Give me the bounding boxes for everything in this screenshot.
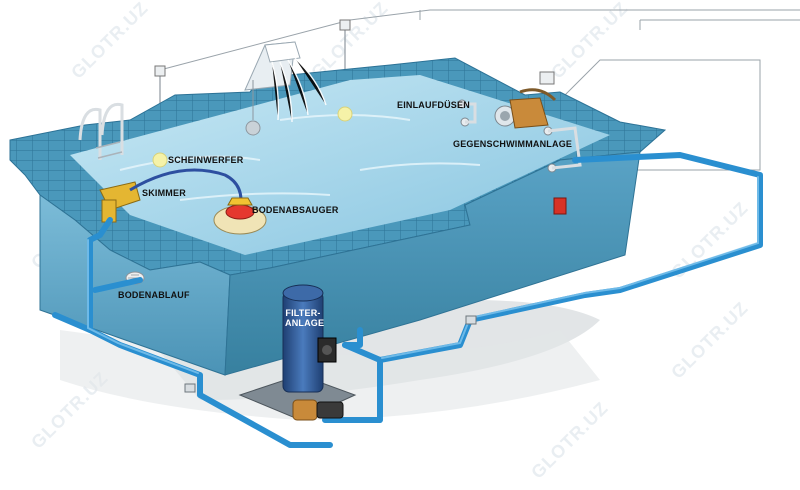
label-filteranlage-line2: ANLAGE [285, 318, 325, 328]
label-gegenschwimmanlage: GEGENSCHWIMMANLAGE [453, 139, 573, 149]
label-einlaufduesen: EINLAUFDÜSEN [397, 100, 470, 110]
label-scheinwerfer: SCHEINWERFER [168, 155, 244, 165]
label-skimmer: SKIMMER [142, 188, 186, 198]
label-filteranlage: FILTER- ANLAGE [285, 308, 325, 328]
label-bodenablauf: BODENABLAUF [118, 290, 190, 300]
label-bodenabsauger: BODENABSAUGER [252, 205, 339, 215]
label-filteranlage-line1: FILTER- [285, 308, 321, 318]
